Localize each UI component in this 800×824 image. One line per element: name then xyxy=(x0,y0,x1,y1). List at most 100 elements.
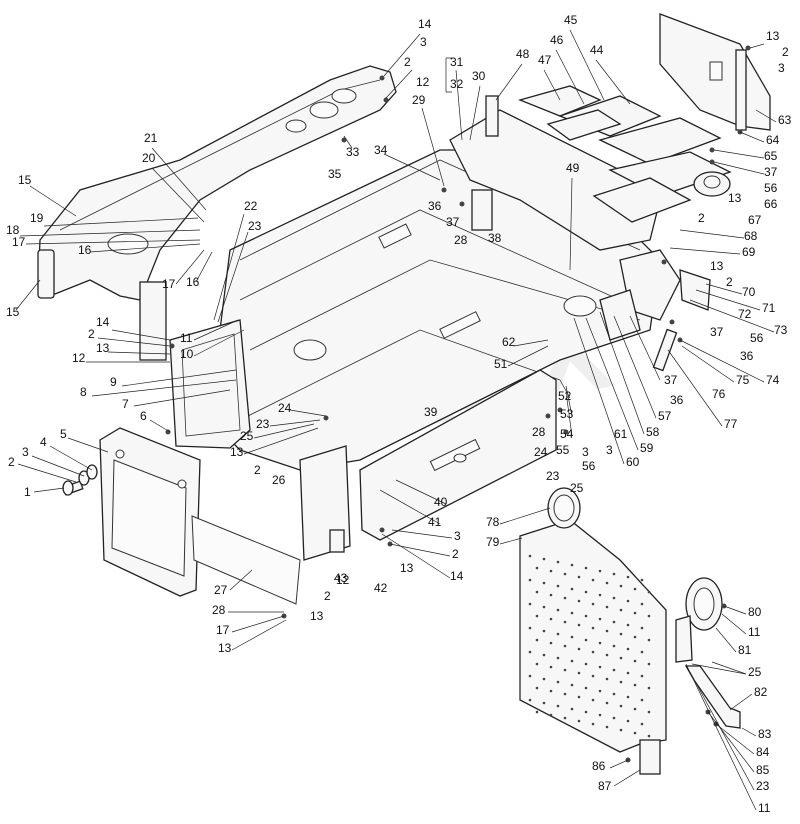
callout-c-86: 86 xyxy=(592,759,606,773)
callout-c-51: 51 xyxy=(494,357,508,371)
callout-c-13c: 13 xyxy=(710,259,724,273)
callout-c-79: 79 xyxy=(486,535,500,549)
perforation-hole xyxy=(570,587,574,591)
perforation-hole xyxy=(570,683,574,687)
window-frame xyxy=(99,427,201,597)
callout-c-56c: 56 xyxy=(582,459,596,473)
perforation-hole xyxy=(528,554,532,558)
perforation-hole xyxy=(549,593,553,597)
callout-c-28a: 28 xyxy=(454,233,468,247)
perforation-hole xyxy=(598,569,602,573)
left-door-frame xyxy=(169,319,251,449)
callout-c-48: 48 xyxy=(516,47,530,61)
perforation-hole xyxy=(591,650,595,654)
perforation-hole xyxy=(570,659,574,663)
perforation-hole xyxy=(612,596,616,600)
floor-mats xyxy=(517,85,732,223)
perforation-hole xyxy=(591,698,595,702)
perforation-hole xyxy=(577,623,581,627)
perforation-hole xyxy=(640,722,644,726)
perforation-hole xyxy=(647,734,651,738)
bolt-assembly xyxy=(62,464,98,496)
perforation-hole xyxy=(549,641,553,645)
callout-c-69: 69 xyxy=(742,245,756,259)
callout-c-8: 8 xyxy=(80,385,87,399)
perforation-hole xyxy=(563,596,567,600)
vent-cover-upper xyxy=(547,487,581,529)
callout-c-54: 54 xyxy=(560,427,574,441)
callout-c-21: 21 xyxy=(144,131,158,145)
perforated-side-panel xyxy=(519,519,667,775)
callout-c-81: 81 xyxy=(738,643,752,657)
callout-c-59: 59 xyxy=(640,441,654,455)
callout-c-15b: 15 xyxy=(6,305,20,319)
callout-c-13h: 13 xyxy=(218,641,232,655)
callout-c-3e: 3 xyxy=(454,529,461,543)
perforation-hole xyxy=(626,671,630,675)
perforation-hole xyxy=(640,674,644,678)
callout-c-13e: 13 xyxy=(230,445,244,459)
callout-c-75: 75 xyxy=(736,373,750,387)
perforation-hole xyxy=(598,713,602,717)
callout-c-34: 34 xyxy=(374,143,388,157)
perforation-hole xyxy=(626,647,630,651)
callout-c-74: 74 xyxy=(766,373,780,387)
callout-c-60: 60 xyxy=(626,455,640,469)
perforation-hole xyxy=(605,581,609,585)
callout-c-65: 65 xyxy=(764,149,778,163)
perforation-hole xyxy=(633,611,637,615)
callout-c-5: 5 xyxy=(60,427,67,441)
callout-c-2i: 2 xyxy=(8,455,15,469)
callout-c-71: 71 xyxy=(762,301,776,315)
perforation-hole xyxy=(605,605,609,609)
perforation-hole xyxy=(584,638,588,642)
perforation-hole xyxy=(584,710,588,714)
callout-c-26: 26 xyxy=(272,473,286,487)
callout-c-62: 62 xyxy=(502,335,516,349)
callout-c-3b: 3 xyxy=(778,61,785,75)
perforation-hole xyxy=(647,590,651,594)
callout-c-27: 27 xyxy=(214,583,228,597)
callout-c-33: 33 xyxy=(346,145,360,159)
callout-c-32: 32 xyxy=(450,77,464,91)
callout-c-87: 87 xyxy=(598,779,612,793)
perforation-hole xyxy=(556,608,560,612)
perforation-hole xyxy=(626,719,630,723)
left-lower-panel xyxy=(299,445,351,561)
callout-c-56b: 56 xyxy=(750,331,764,345)
perforation-hole xyxy=(570,611,574,615)
callout-c-12b: 12 xyxy=(72,351,86,365)
callout-c-85: 85 xyxy=(756,763,770,777)
callout-c-4: 4 xyxy=(40,435,47,449)
perforation-hole xyxy=(647,686,651,690)
perforation-hole xyxy=(640,578,644,582)
perforation-hole xyxy=(640,698,644,702)
perforation-hole xyxy=(647,638,651,642)
perforation-hole xyxy=(577,575,581,579)
callout-c-2a: 2 xyxy=(404,55,411,69)
perforation-hole xyxy=(633,683,637,687)
perforation-hole xyxy=(633,659,637,663)
perforation-hole xyxy=(528,602,532,606)
callout-c-13a: 13 xyxy=(766,29,780,43)
callout-c-2d: 2 xyxy=(726,275,733,289)
perforation-hole xyxy=(577,647,581,651)
perforation-hole xyxy=(570,707,574,711)
callout-c-19: 19 xyxy=(30,211,44,225)
round-cover xyxy=(693,171,731,197)
perforation-hole xyxy=(535,638,539,642)
perforation-hole xyxy=(542,701,546,705)
perforation-hole xyxy=(605,701,609,705)
callout-c-61: 61 xyxy=(614,427,628,441)
callout-c-58: 58 xyxy=(646,425,660,439)
perforation-hole xyxy=(542,557,546,561)
callout-c-36b: 36 xyxy=(670,393,684,407)
callout-c-12a: 12 xyxy=(416,75,430,89)
perforation-hole xyxy=(640,650,644,654)
fasteners xyxy=(165,45,751,763)
perforation-hole xyxy=(591,578,595,582)
callout-c-83: 83 xyxy=(758,727,772,741)
perforation-hole xyxy=(577,671,581,675)
perforation-hole xyxy=(591,722,595,726)
